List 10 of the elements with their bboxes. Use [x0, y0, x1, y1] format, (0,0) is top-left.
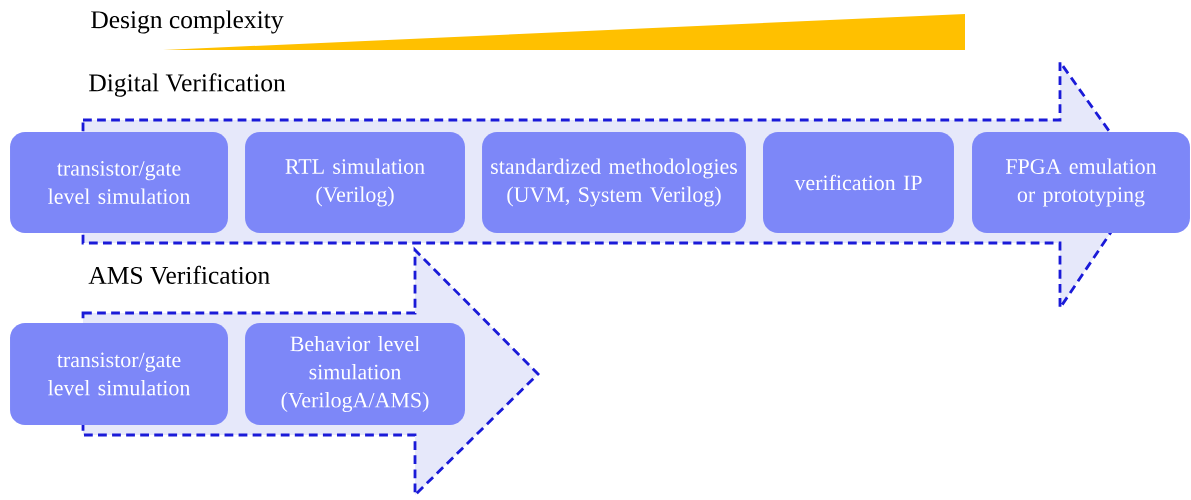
process-box: RTL simulation (Verilog) [245, 132, 465, 233]
heading: Digital Verification [89, 73, 286, 97]
process-box: standardized methodologies (UVM, System Verilog) [482, 132, 746, 233]
process-box: verification IP [763, 132, 954, 233]
heading: Design complexity [91, 10, 284, 34]
process-box: transistor/gate level simulation [10, 132, 228, 233]
process-box: FPGA emulation or prototyping [972, 132, 1190, 233]
heading: AMS Verification [88, 265, 270, 285]
process-box: transistor/gate level simulation [10, 323, 228, 425]
process-box: Behavior level simulation (VerilogA/AMS) [245, 323, 465, 425]
